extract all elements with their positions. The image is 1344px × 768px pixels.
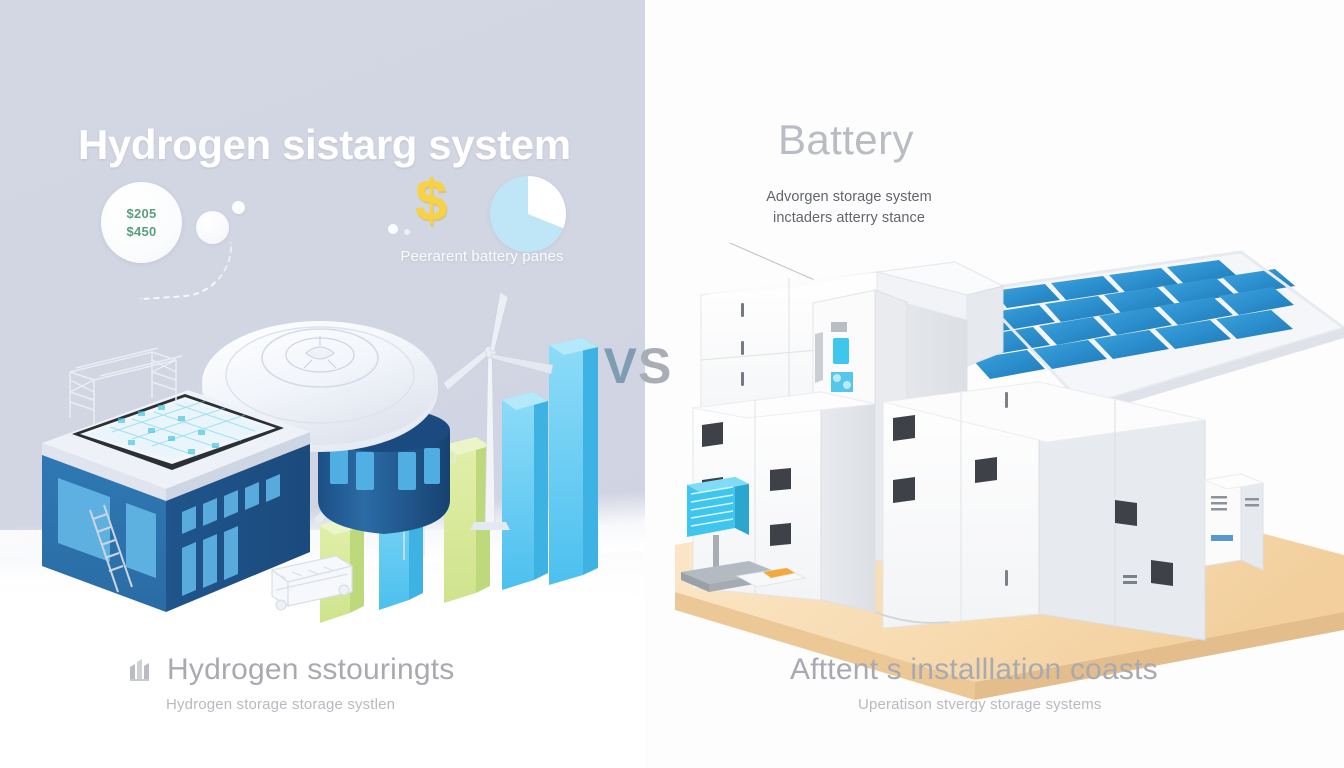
- left-footer-title: Hydrogen sstouringts: [167, 653, 455, 686]
- right-footer: Afttent s installlation coasts Uperatiso…: [790, 653, 1260, 713]
- hydrogen-plant-building: [42, 347, 310, 612]
- callout-line-1: Advorgen storage system: [766, 189, 932, 205]
- left-panel: $205 $450 $ Peerarent battery panes Hydr…: [0, 0, 645, 768]
- cooling-radiator: [681, 477, 807, 592]
- ground-cable: [874, 611, 950, 624]
- right-panel: Battery Advorgen storage system inctader…: [645, 0, 1344, 768]
- pie-chart: [490, 176, 566, 252]
- right-footer-title: Afttent s installlation coasts: [790, 653, 1158, 686]
- battery-cabinet-front-right: [882, 381, 1206, 641]
- right-footer-subtitle: Uperatison stvergy storage systems: [858, 696, 1102, 713]
- battery-cabinet-front-left: [692, 391, 876, 613]
- cost-value-top: $205: [126, 206, 157, 222]
- inverter-unit: [1203, 473, 1265, 571]
- decor-dot-a: [388, 224, 398, 234]
- isometric-bar-chart: [320, 338, 598, 623]
- cost-bubble: $205 $450: [101, 182, 182, 263]
- right-panel-title: Battery: [778, 116, 914, 163]
- callout-line-2: inctaders atterry stance: [773, 210, 925, 227]
- vs-divider-label: VS: [603, 338, 673, 394]
- left-footer-subtitle: Hydrogen storage storage systlen: [166, 696, 396, 713]
- dollar-icon: $: [415, 168, 448, 233]
- cabinet-vent-icon: [893, 415, 1173, 586]
- hydrogen-storage-tank: [202, 321, 450, 534]
- pie-chart-caption: Peerarent battery panes: [400, 248, 564, 265]
- wind-turbine-icon: [442, 291, 554, 530]
- hydrogen-plant-illustration: [42, 291, 598, 623]
- bar-chart-building-icon: [130, 659, 149, 681]
- right-callout: Advorgen storage system inctaders atterr…: [742, 187, 956, 230]
- decor-bubble-medium: [196, 211, 229, 244]
- solar-panel-array: [971, 250, 1344, 418]
- decor-dot-b: [404, 229, 410, 235]
- battery-storage-illustration: [675, 242, 1344, 700]
- cost-value-bottom: $450: [126, 223, 157, 239]
- left-footer: Hydrogen sstouringts Hydrogen storage st…: [128, 653, 598, 713]
- decor-bubble-small: [232, 201, 245, 214]
- left-panel-title: Hydrogen sistarg system: [78, 121, 571, 168]
